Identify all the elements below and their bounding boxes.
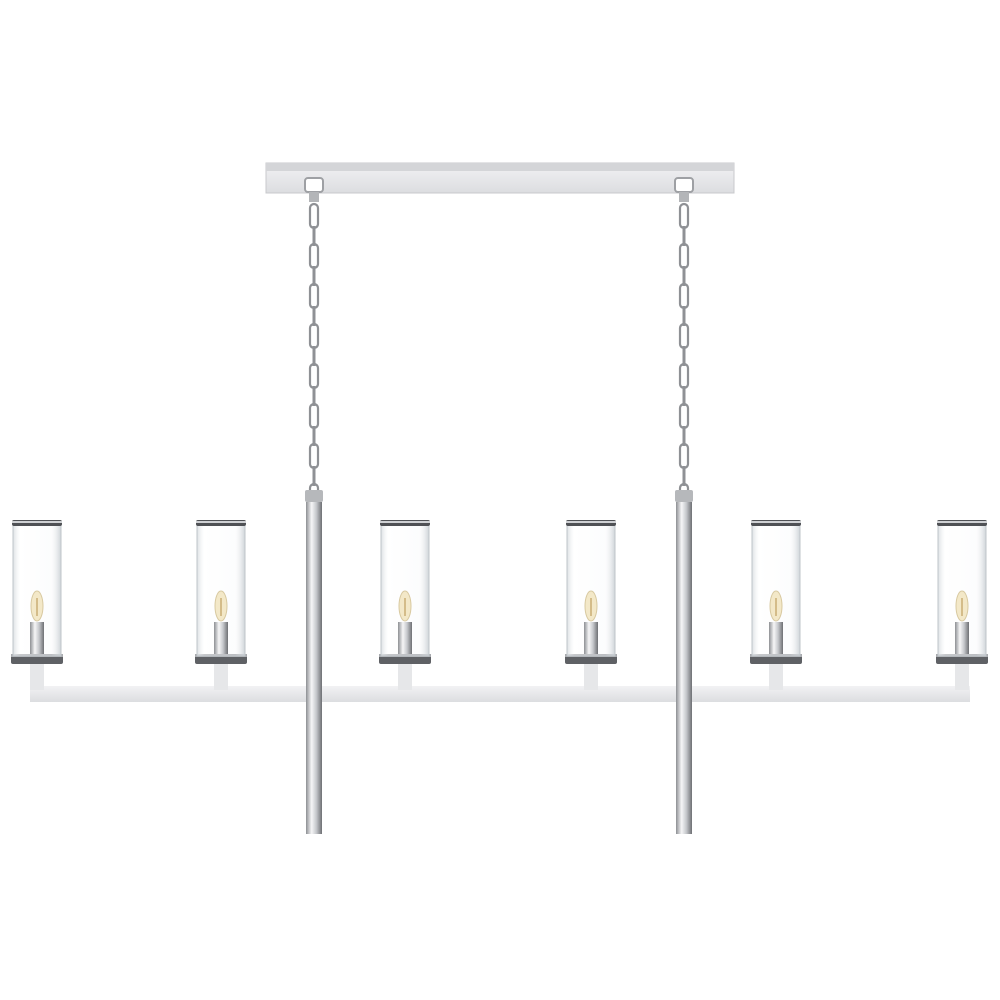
lamp-arm: [214, 662, 228, 690]
lamp-arm: [30, 662, 44, 690]
lamp-6: [936, 520, 988, 690]
lamp-4: [565, 520, 617, 690]
candle-socket: [398, 622, 412, 654]
lamp-arm: [955, 662, 969, 690]
glass-shade: [380, 523, 430, 657]
chain-right: [674, 177, 694, 510]
lamp-5: [750, 520, 802, 690]
candle-socket: [955, 622, 969, 654]
lamp-3: [379, 520, 431, 690]
lamp-arm: [398, 662, 412, 690]
lamp-2: [195, 520, 247, 690]
ceiling-canopy: [265, 162, 735, 194]
candle-socket: [584, 622, 598, 654]
lamp-arm: [584, 662, 598, 690]
lamp-group: [11, 520, 988, 690]
chain-left: [304, 177, 324, 510]
candle-socket: [214, 622, 228, 654]
horizontal-arm-bar: [30, 686, 970, 702]
lamp-1: [11, 520, 63, 690]
candle-socket: [769, 622, 783, 654]
candle-socket: [30, 622, 44, 654]
downrod-left: [305, 490, 323, 834]
downrod-right: [675, 490, 693, 834]
lamp-arm: [769, 662, 783, 690]
